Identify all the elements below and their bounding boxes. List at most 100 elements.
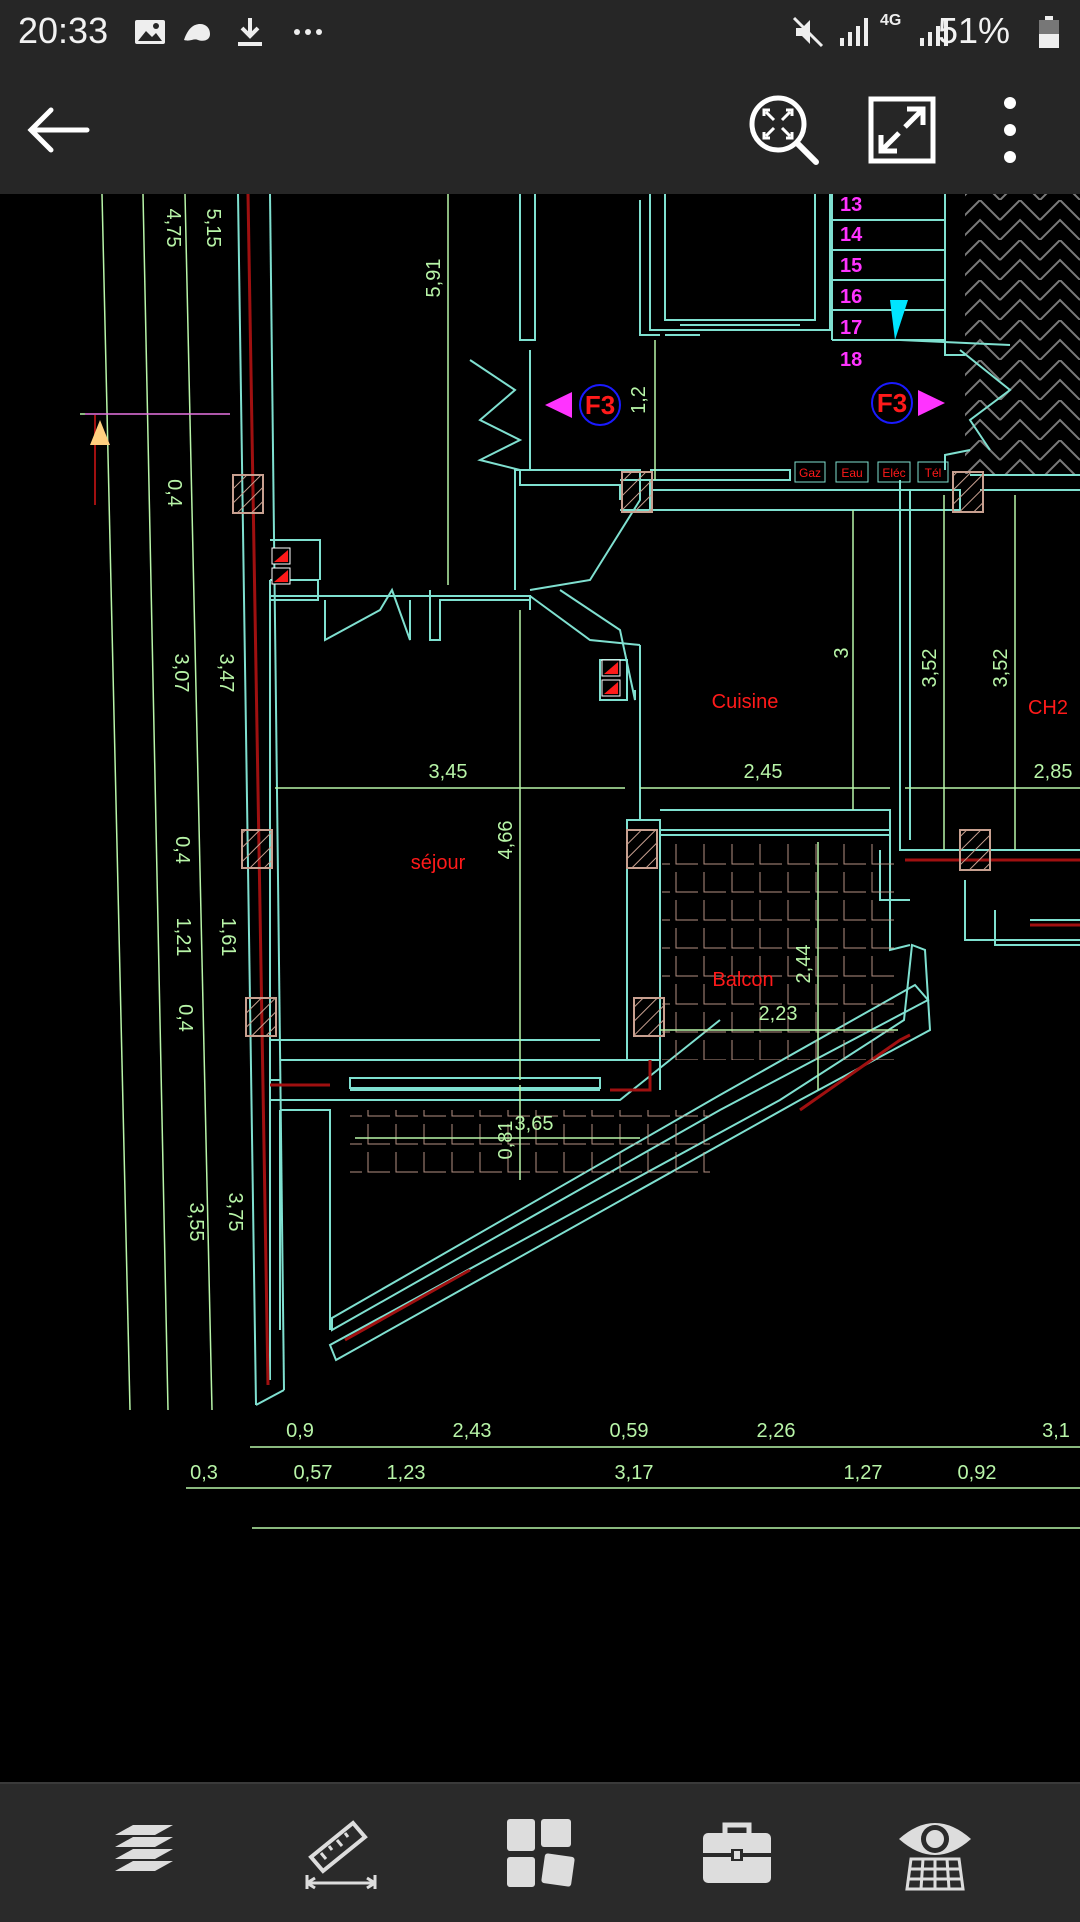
view-button[interactable] [890, 1808, 980, 1898]
dimension-text: 5,15 [202, 209, 224, 248]
layouts-icon [507, 1819, 575, 1887]
dimension-text: 1,61 [217, 918, 239, 957]
app-bar [0, 66, 1080, 194]
drawing-canvas[interactable]: 13 14 15 16 17 18 F3 F3 Gaz Eau Eléc [0, 190, 1080, 1782]
dimension-text: 2,26 [757, 1420, 796, 1442]
mute-icon [792, 16, 824, 48]
dimension-texts: 4,75 5,15 0,4 3,07 3,47 0,4 1,21 1,61 0,… [162, 209, 1072, 1484]
layers-button[interactable] [98, 1808, 188, 1898]
fitness-icon [184, 24, 210, 41]
stair-number: 17 [840, 317, 862, 339]
dimension-text: 2,44 [793, 945, 815, 984]
dimension-text: 2,85 [1034, 761, 1073, 783]
stair-number: 14 [840, 224, 863, 246]
utility-label: Gaz [799, 466, 821, 480]
dimension-text: 3,47 [215, 654, 237, 693]
dimension-text: 0,4 [171, 836, 193, 864]
room-labels: séjour Cuisine CH2 Balcon [411, 691, 1068, 991]
download-icon [238, 18, 262, 46]
dimension-text: 5,91 [423, 259, 445, 298]
f3-label: F3 [877, 388, 907, 418]
dimension-text: 1,2 [628, 386, 650, 414]
dimension-lines [80, 193, 1080, 1529]
battery-percent: 51% [937, 10, 1010, 51]
dimension-text: 3,45 [429, 761, 468, 783]
dimension-text: 2,45 [744, 761, 783, 783]
utility-label: Tél [925, 466, 942, 480]
zoom-extents-button[interactable] [744, 90, 824, 170]
network-type: 4G [880, 12, 902, 29]
back-arrow-icon [27, 107, 90, 153]
room-label-sejour: séjour [411, 852, 466, 874]
room-label-ch2: CH2 [1028, 697, 1068, 719]
dimension-text: 3,52 [919, 649, 941, 688]
terrace-tiles [350, 1110, 710, 1180]
dimension-text: 1,27 [844, 1462, 883, 1484]
battery-icon [1039, 16, 1059, 48]
f3-marker-right: F3 [871, 382, 945, 424]
toolbox-button[interactable] [692, 1808, 782, 1898]
room-label-cuisine: Cuisine [712, 691, 779, 713]
dimension-text: 3,07 [170, 654, 192, 693]
dimension-text: 1,23 [387, 1462, 426, 1484]
status-time: 20:33 [18, 10, 109, 51]
layouts-button[interactable] [494, 1808, 584, 1898]
status-bar: 20:33 4G 51% [0, 0, 1080, 66]
stair-number: 16 [840, 286, 862, 308]
dimension-text: 2,23 [759, 1003, 798, 1025]
f3-marker-left: F3 [545, 384, 621, 426]
dimension-text: 4,75 [162, 209, 184, 248]
dimension-text: 0,4 [163, 479, 185, 507]
measure-icon [305, 1820, 377, 1890]
more-notifications-icon [294, 29, 322, 35]
hatched-columns [232, 471, 991, 1037]
bottom-toolbar [0, 1782, 1080, 1922]
more-vert-icon [1004, 97, 1016, 163]
view-icon [899, 1823, 971, 1891]
dimension-text: 0,81 [495, 1121, 517, 1160]
signal-icon [840, 18, 868, 46]
signal-icon [920, 18, 948, 46]
room-label-balcon: Balcon [712, 969, 773, 991]
dimension-text: 3,75 [224, 1193, 246, 1232]
dimension-text: 3,65 [515, 1113, 554, 1135]
image-icon [135, 20, 165, 44]
stair-number: 15 [840, 255, 862, 277]
dimension-text: 0,57 [294, 1462, 333, 1484]
utility-label: Eau [841, 466, 862, 480]
f3-label: F3 [585, 390, 615, 420]
dimension-text: 1,21 [172, 918, 194, 957]
balcony-tiles [662, 838, 898, 1060]
electrical-symbols [271, 547, 621, 697]
dimension-text: 0,9 [286, 1420, 314, 1442]
wall-outlines-red [246, 193, 1080, 1386]
dimension-text: 3,55 [185, 1203, 207, 1242]
zoom-extents-icon [749, 95, 819, 165]
layers-icon [115, 1825, 173, 1871]
walls [237, 190, 1080, 1406]
dimension-text: 3,1 [1042, 1420, 1070, 1442]
dimension-text: 4,66 [495, 821, 517, 860]
stair-number: 18 [840, 349, 862, 371]
dimension-text: 3 [831, 647, 853, 658]
toolbox-icon [703, 1822, 771, 1883]
dimension-text: 0,59 [610, 1420, 649, 1442]
dimension-text: 3,17 [615, 1462, 654, 1484]
dimension-text: 0,3 [190, 1462, 218, 1484]
dimension-text: 2,43 [453, 1420, 492, 1442]
reference-arrow [90, 420, 110, 445]
staircase: 13 14 15 16 17 18 [831, 194, 946, 371]
dimension-text: 0,4 [174, 1004, 196, 1032]
more-options-button[interactable] [980, 90, 1040, 170]
utility-boxes: Gaz Eau Eléc Tél [794, 461, 949, 483]
dimension-text: 0,92 [958, 1462, 997, 1484]
fullscreen-button[interactable] [862, 90, 942, 170]
measure-button[interactable] [296, 1808, 386, 1898]
utility-label: Eléc [882, 466, 905, 480]
stair-number: 13 [840, 194, 862, 216]
dimension-text: 3,52 [990, 649, 1012, 688]
herringbone-floor [965, 194, 1080, 474]
back-button[interactable] [18, 90, 98, 170]
fullscreen-icon [868, 96, 936, 164]
floor-plan-drawing[interactable]: 13 14 15 16 17 18 F3 F3 Gaz Eau Eléc [0, 190, 1080, 1782]
